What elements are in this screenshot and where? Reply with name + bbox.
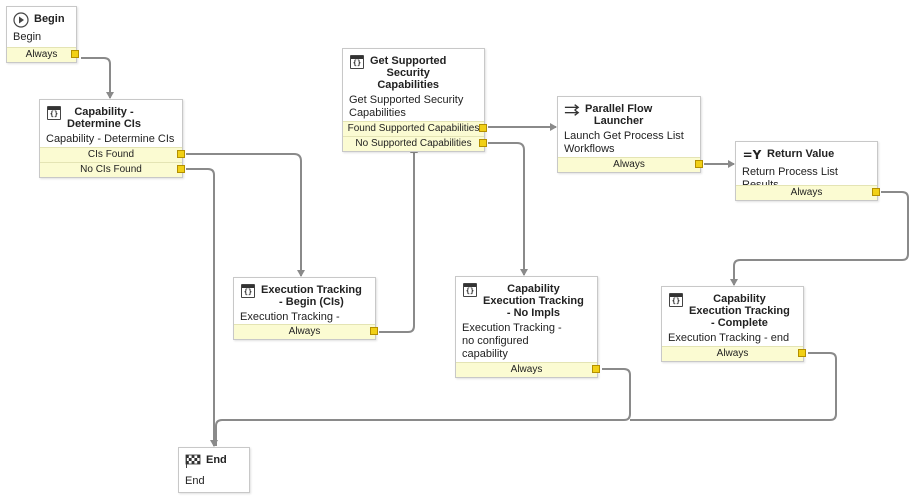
link-noimpl-to-end	[215, 368, 631, 446]
output-always[interactable]: Always	[558, 157, 703, 172]
script-icon: {}	[46, 105, 62, 121]
output-always[interactable]: Always	[736, 185, 880, 200]
node-execution-tracking-complete[interactable]: {} Capability Execution Tracking - Compl…	[661, 286, 806, 362]
node-description: Launch Get Process List Workflows	[564, 130, 684, 155]
script-icon: {}	[349, 54, 365, 70]
node-title: Get Supported Security Capabilities	[370, 55, 447, 91]
link-return-to-complete	[730, 191, 909, 286]
node-title: End	[206, 454, 227, 466]
output-always[interactable]: Always	[662, 346, 806, 361]
node-parallel-flow-launcher[interactable]: Parallel Flow Launcher Launch Get Proces…	[557, 96, 703, 173]
node-capability-determine-cis[interactable]: {} Capability - Determine CIs Capability…	[39, 99, 185, 178]
output-always[interactable]: Always	[7, 47, 79, 62]
node-title: Begin	[34, 13, 65, 25]
node-title: Capability - Determine CIs	[67, 106, 141, 130]
output-port[interactable]	[592, 365, 600, 373]
link-cis-found-to-exec-begin	[186, 153, 305, 277]
node-execution-tracking-begin[interactable]: {} Execution Tracking - Begin (CIs) Exec…	[233, 277, 378, 340]
output-no-supported-capabilities[interactable]: No Supported Capabilities	[343, 136, 487, 151]
output-port[interactable]	[872, 188, 880, 196]
output-always[interactable]: Always	[234, 324, 378, 339]
node-end[interactable]: End End	[178, 447, 250, 493]
node-title: Return Value	[767, 148, 835, 160]
node-return-value[interactable]: =Y Return Value Return Process List Resu…	[735, 141, 880, 201]
return-value-icon: =Y	[742, 148, 762, 162]
node-execution-tracking-no-impls[interactable]: {} Capability Execution Tracking - No Im…	[455, 276, 600, 378]
link-no-cis-to-end	[186, 168, 218, 447]
output-port[interactable]	[71, 50, 79, 58]
script-icon: {}	[462, 282, 478, 298]
output-port[interactable]	[695, 160, 703, 168]
link-begin-to-capability	[81, 57, 114, 99]
output-cis-found[interactable]: CIs Found	[40, 147, 185, 162]
link-exec-begin-to-get-supported	[379, 146, 418, 333]
checkered-flag-icon	[185, 453, 201, 469]
node-get-supported-security-capabilities[interactable]: {} Get Supported Security Capabilities G…	[342, 48, 487, 152]
play-icon	[13, 12, 29, 28]
output-port[interactable]	[370, 327, 378, 335]
output-port[interactable]	[479, 124, 487, 132]
link-no-supported-to-noimpl	[488, 142, 528, 276]
output-found-supported-capabilities[interactable]: Found Supported Capabilities	[343, 121, 487, 136]
node-description: Begin	[13, 31, 42, 43]
output-always[interactable]: Always	[456, 362, 600, 377]
script-icon: {}	[668, 292, 684, 308]
output-port[interactable]	[177, 150, 185, 158]
node-title: Capability Execution Tracking - No Impls	[483, 283, 584, 319]
link-complete-to-end	[630, 352, 837, 421]
output-port[interactable]	[479, 139, 487, 147]
script-icon: {}	[240, 283, 256, 299]
node-description: Get Supported Security Capabilities	[349, 94, 464, 119]
node-description: Execution Tracking - end	[668, 332, 790, 344]
parallel-arrows-icon	[564, 102, 580, 118]
output-port[interactable]	[798, 349, 806, 357]
node-description: End	[185, 475, 205, 487]
node-title: Parallel Flow Launcher	[585, 103, 653, 127]
output-no-cis-found[interactable]: No CIs Found	[40, 162, 185, 177]
node-title: Execution Tracking - Begin (CIs)	[261, 284, 362, 308]
node-description: Capability - Determine CIs	[46, 133, 175, 145]
node-title: Capability Execution Tracking - Complete	[689, 293, 790, 329]
output-port[interactable]	[177, 165, 185, 173]
node-begin[interactable]: Begin Begin Always	[6, 6, 79, 63]
